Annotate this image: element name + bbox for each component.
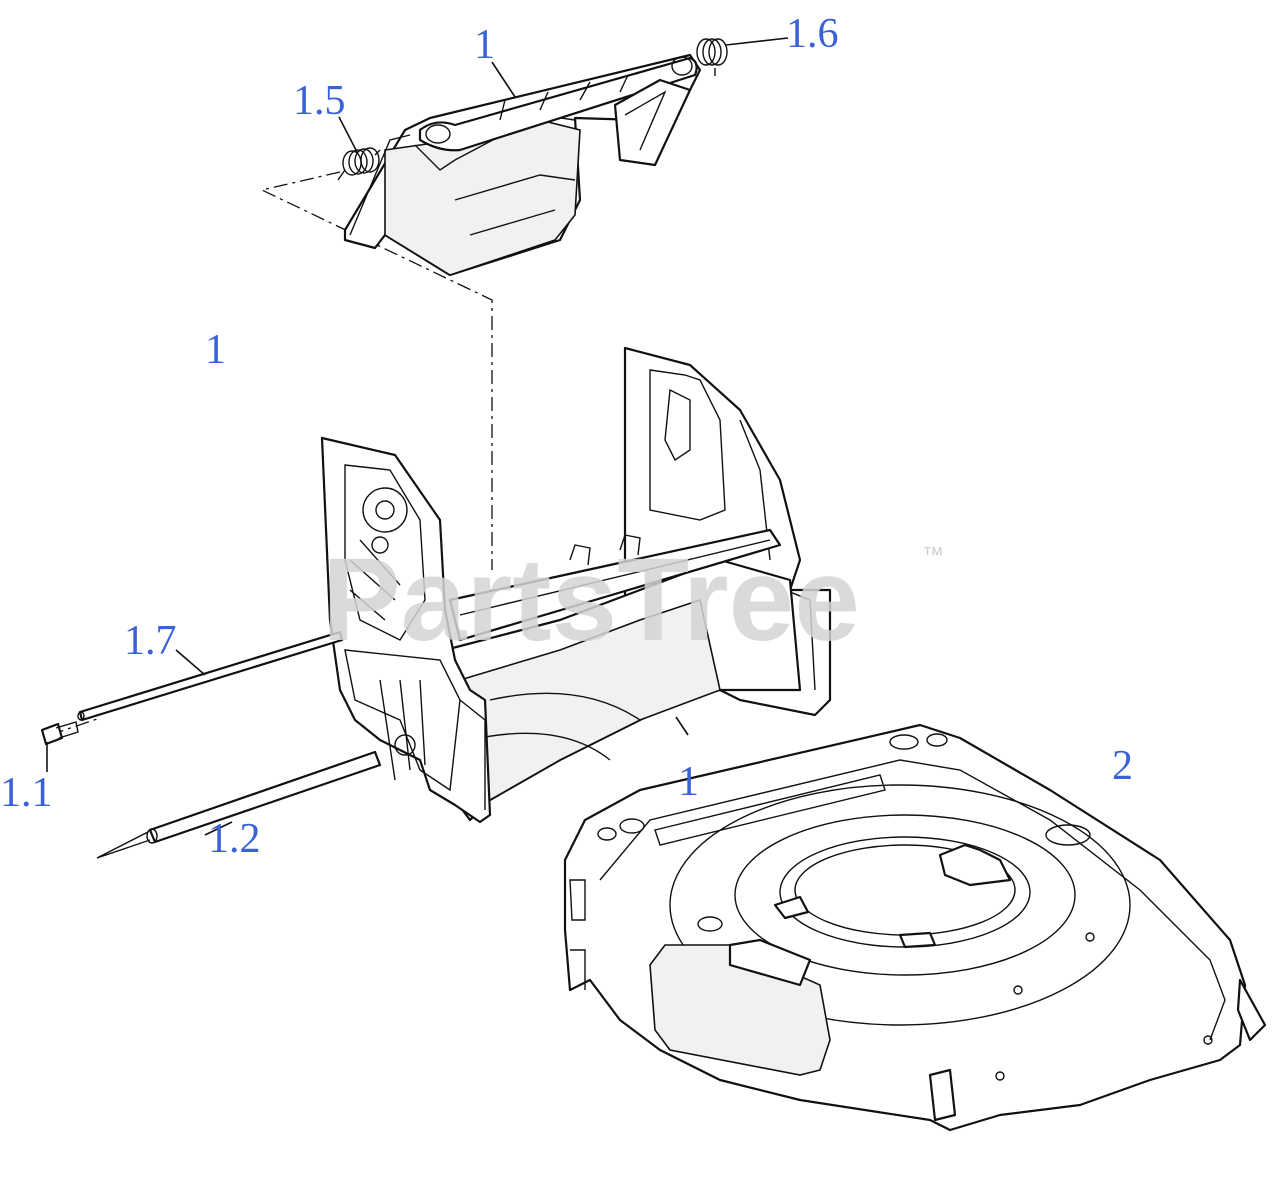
callout-1-6: 1.6 xyxy=(786,11,839,57)
alignment-line-top xyxy=(260,171,493,570)
rod-1-7[interactable] xyxy=(77,630,344,722)
callout-1-2: 1.2 xyxy=(208,816,261,862)
leader-1-2 xyxy=(204,821,233,836)
leader-1-6 xyxy=(725,37,789,46)
rod-1-2[interactable] xyxy=(96,750,382,859)
rear-frame-assembly[interactable] xyxy=(320,346,832,824)
callout-2: 2 xyxy=(1112,743,1133,789)
leader-1-5 xyxy=(338,116,358,153)
spring-1-5[interactable] xyxy=(337,147,381,181)
leader-1-7 xyxy=(175,649,206,676)
callout-1-1: 1.1 xyxy=(0,770,53,816)
rear-flap-assembly[interactable] xyxy=(343,53,702,277)
callout-1-7: 1.7 xyxy=(124,618,177,664)
bolt-1-1[interactable] xyxy=(40,721,79,746)
callout-1-left: 1 xyxy=(205,327,226,373)
callout-1-top: 1 xyxy=(474,22,495,68)
callout-1-5: 1.5 xyxy=(293,78,346,124)
callout-1-mid: 1 xyxy=(678,759,699,805)
leader-1-mid xyxy=(675,716,689,736)
watermark-trademark: ™ xyxy=(922,542,944,567)
mower-deck[interactable] xyxy=(563,723,1267,1132)
spring-1-6[interactable] xyxy=(696,38,728,76)
watermark-text: PartsTree xyxy=(322,534,860,666)
leader-1-top xyxy=(491,61,516,98)
